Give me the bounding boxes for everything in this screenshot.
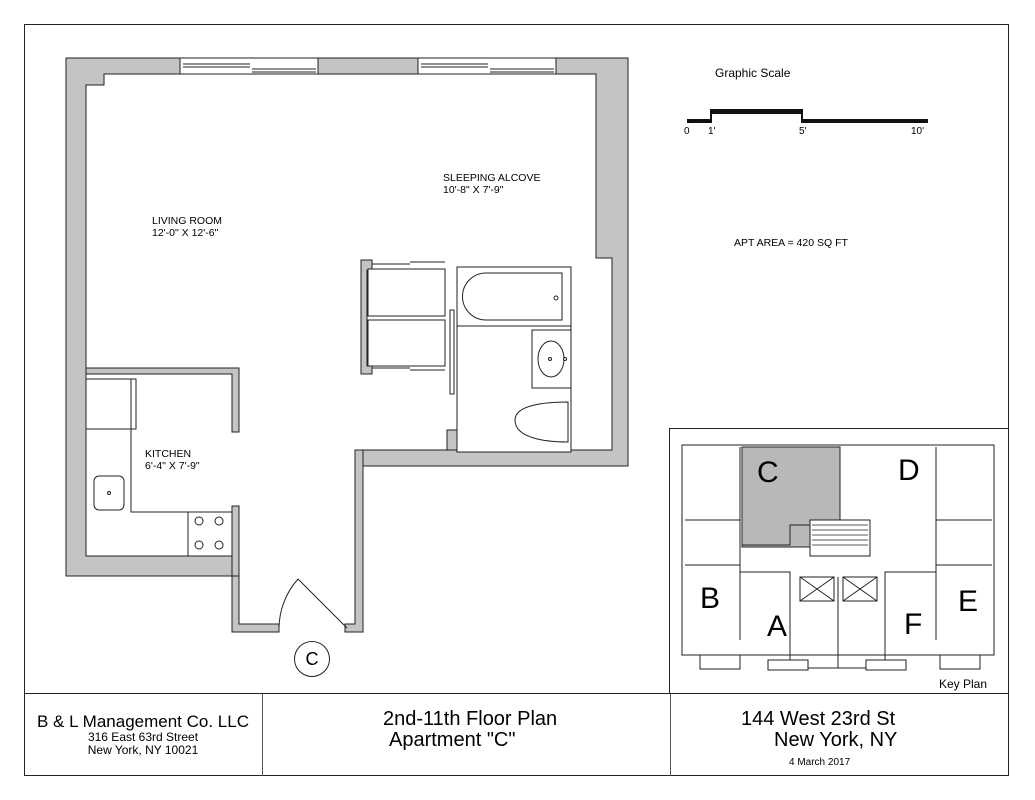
- refrigerator: [85, 378, 137, 430]
- company-city: New York, NY 10021: [87, 743, 199, 757]
- key-plan-unit-f: F: [904, 608, 923, 641]
- apt-area: APT AREA = 420 SQ FT: [734, 237, 848, 249]
- room-dimensions: 12'-0" X 12'-6": [152, 227, 219, 239]
- stove: [187, 511, 233, 557]
- closet-lower: [367, 319, 446, 367]
- graphic-scale-bar: [687, 109, 928, 123]
- company-info: B & L Management Co. LLC 316 East 63rd S…: [24, 694, 262, 776]
- drawing-sheet-border: [24, 24, 1009, 776]
- scale-tick-5: 5': [799, 126, 807, 137]
- entry-door: [278, 578, 348, 629]
- company-street: 316 East 63rd Street: [87, 730, 199, 744]
- building-address: 144 West 23rd St New York, NY 4 March 20…: [670, 694, 1009, 776]
- key-plan-label: Key Plan: [939, 677, 988, 691]
- key-plan-unit-b: B: [700, 582, 721, 615]
- plan-date: 4 March 2017: [789, 757, 851, 768]
- scale-tick-10: 10': [911, 126, 925, 137]
- graphic-scale-title: Graphic Scale: [715, 66, 791, 80]
- kitchen-wall-lower: [231, 505, 240, 577]
- key-plan-unit-a: A: [767, 610, 788, 643]
- room-dimensions: 6'-4" X 7'-9": [145, 460, 200, 472]
- toilet: [514, 401, 569, 443]
- closet-upper: [367, 268, 446, 317]
- room-name: SLEEPING ALCOVE: [443, 172, 541, 184]
- title-block: B & L Management Co. LLC 316 East 63rd S…: [24, 693, 1009, 776]
- key-plan-frame: [669, 428, 1009, 694]
- room-label-sleeping-alcove: SLEEPING ALCOVE 10'-8" X 7'-9": [443, 172, 540, 196]
- address-city: New York, NY: [774, 729, 898, 751]
- entry-wall-left: [231, 575, 280, 633]
- plan-title: 2nd-11th Floor Plan Apartment "C": [262, 694, 670, 776]
- bath-partition: [446, 429, 458, 451]
- scale-tick-1: 1': [708, 126, 716, 137]
- address-street: 144 West 23rd St: [741, 708, 896, 730]
- room-label-living-room: LIVING ROOM 12'-0" X 12'-6": [152, 215, 222, 239]
- plan-apartment: Apartment "C": [389, 729, 516, 751]
- bathtub: [462, 272, 563, 321]
- scale-tick-0: 0: [684, 126, 690, 137]
- window-left: [179, 57, 319, 75]
- kitchen-wall-upper: [85, 367, 240, 433]
- plan-floors: 2nd-11th Floor Plan: [383, 708, 558, 730]
- room-name: LIVING ROOM: [152, 215, 223, 227]
- room-label-kitchen: KITCHEN 6'-4" X 7'-9": [145, 448, 200, 472]
- window-right: [417, 57, 557, 75]
- room-dimensions: 10'-8" X 7'-9": [443, 184, 504, 196]
- company-name: B & L Management Co. LLC: [37, 712, 249, 731]
- entry-wall-right: [344, 449, 364, 633]
- key-plan-drawing: [681, 444, 995, 671]
- key-plan-unit-e: E: [958, 585, 979, 618]
- unit-tag: C: [294, 641, 330, 677]
- closet-wall: [360, 259, 373, 375]
- bath-door: [449, 309, 455, 395]
- room-name: KITCHEN: [145, 448, 192, 460]
- key-plan-unit-c: C: [757, 456, 779, 489]
- key-plan-unit-d: D: [898, 454, 920, 487]
